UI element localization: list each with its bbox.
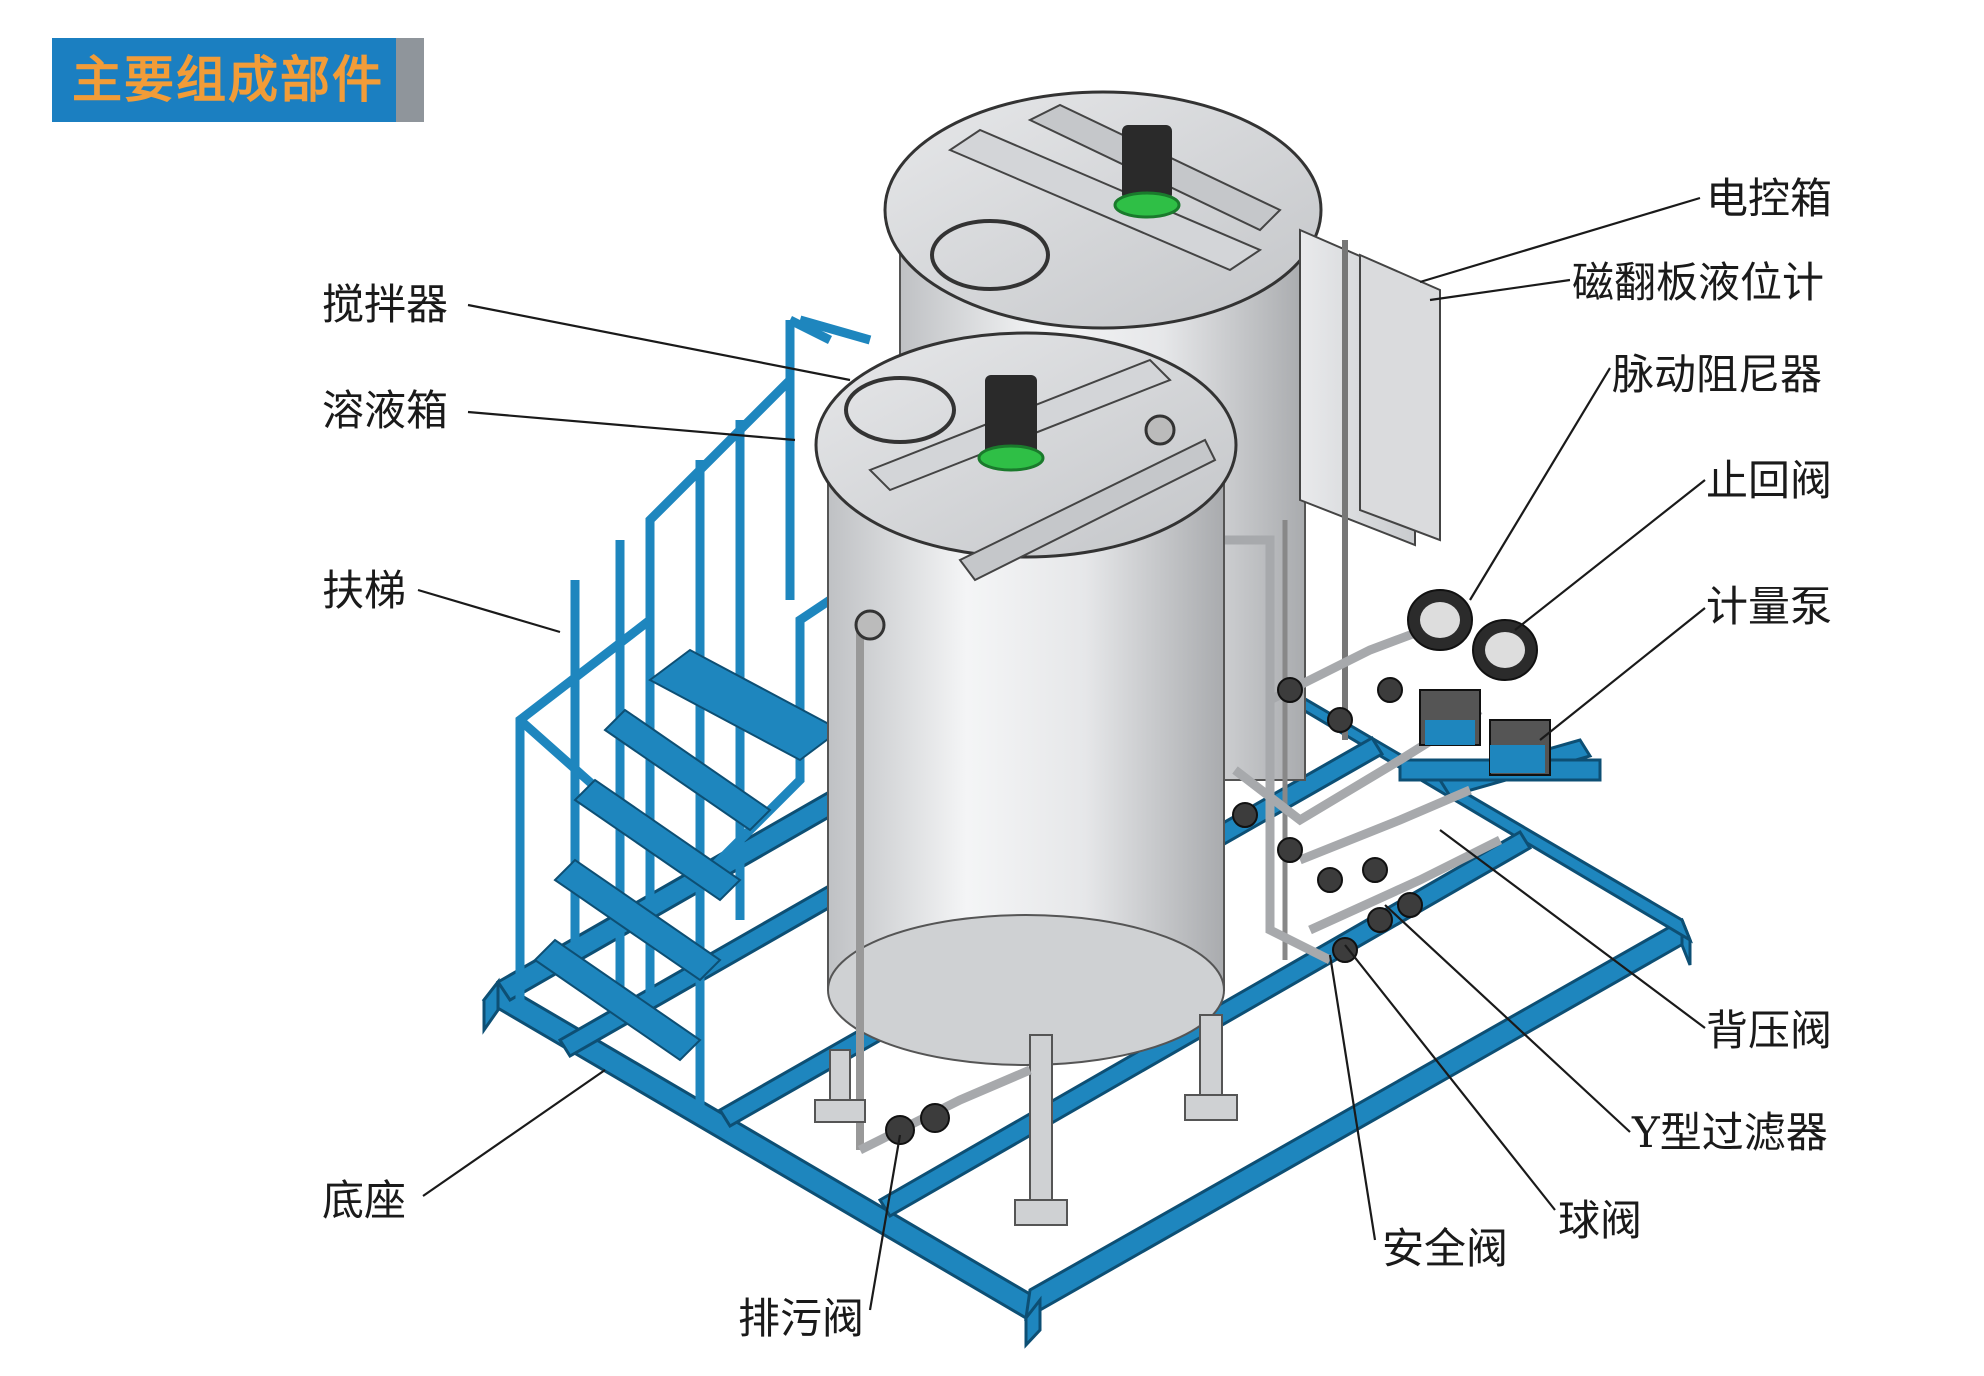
label-base: 底座 (322, 1176, 407, 1225)
label-agitator: 搅拌器 (322, 280, 449, 329)
label-magnetic-level-gauge: 磁翻板液位计 (1572, 258, 1825, 307)
label-ball-valve: 球阀 (1558, 1196, 1643, 1245)
label-solution-tank: 溶液箱 (322, 386, 449, 435)
title-banner: 主要组成部件 (52, 38, 424, 122)
leader-lines (417, 196, 1706, 1311)
label-drain-valve: 排污阀 (738, 1294, 865, 1343)
label-pulsation-damper: 脉动阻尼器 (1612, 350, 1823, 399)
label-check-valve: 止回阀 (1706, 456, 1833, 505)
tank-legs (814, 1014, 1238, 1226)
label-stairs: 扶梯 (322, 566, 407, 615)
stair-treads (533, 648, 842, 1062)
label-metering-pump: 计量泵 (1706, 582, 1833, 631)
label-safety-valve: 安全阀 (1382, 1224, 1509, 1273)
title-banner-accent (396, 38, 424, 122)
metering-pumps (1407, 589, 1551, 776)
page-title: 主要组成部件 (72, 50, 384, 109)
valves (885, 677, 1423, 1145)
piping (857, 535, 1503, 1155)
label-back-pressure-valve: 背压阀 (1706, 1006, 1833, 1055)
title-banner-blue (52, 38, 396, 122)
front-tank (814, 331, 1238, 1150)
label-y-strainer: Y型过滤器 (1632, 1108, 1828, 1157)
label-control-box: 电控箱 (1706, 174, 1833, 223)
control-box (1282, 228, 1441, 960)
